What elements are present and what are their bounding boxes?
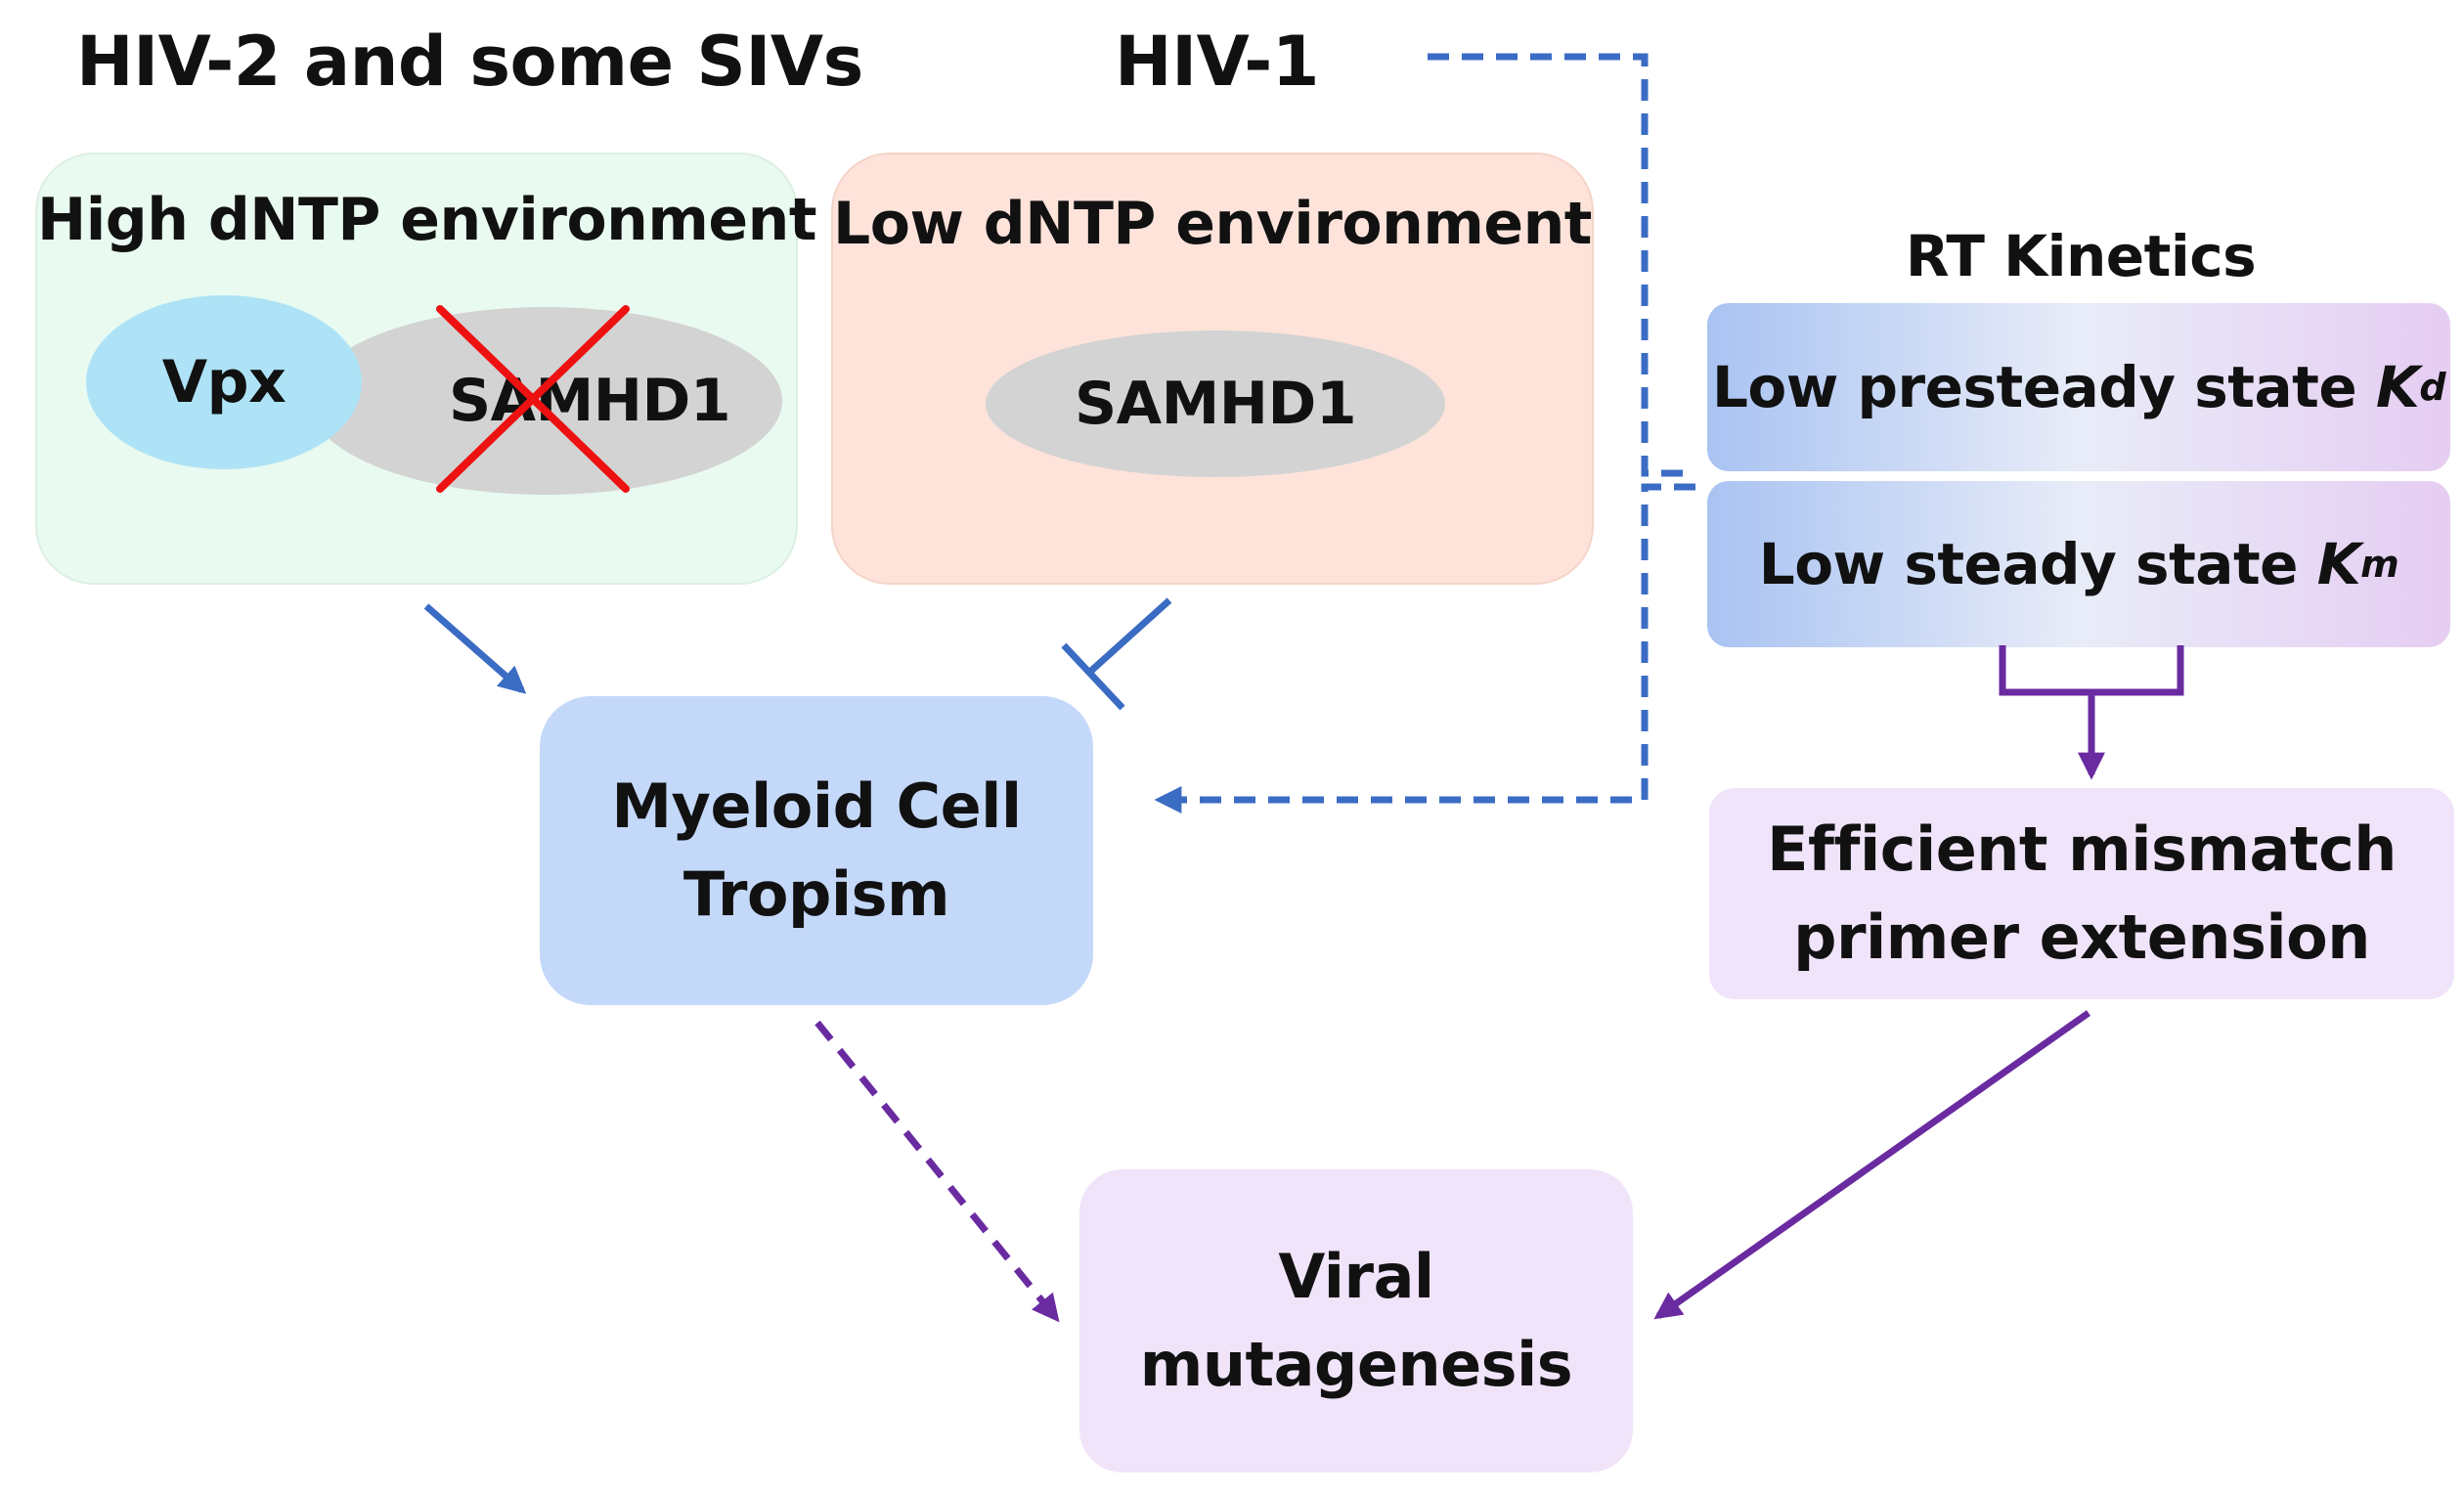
kinetics-bracket-arrow [1999, 645, 2184, 780]
mismatch-to-mutagenesis-arrow [1653, 1010, 2091, 1320]
inhibition-bar-icon [1061, 597, 1172, 711]
myeloid-tropism-box: Myeloid Cell Tropism [540, 696, 1093, 1005]
high-dntp-title: High dNTP environment [37, 186, 817, 254]
kd-label: Low presteady state [1711, 354, 2376, 420]
heading-hiv1: HIV-1 [1115, 22, 1319, 102]
vpx-ellipse: Vpx [86, 295, 362, 469]
low-dntp-title: Low dNTP environment [833, 190, 1592, 258]
km-subscript: m [2360, 543, 2399, 586]
tropism-to-mutagenesis-arrow [814, 1020, 1060, 1323]
vpx-label: Vpx [161, 348, 286, 417]
mismatch-line1: Efficient mismatch [1767, 813, 2397, 886]
low-dntp-panel: Low dNTP environment SAMHD1 [831, 153, 1594, 585]
myeloid-line2: Tropism [682, 858, 950, 930]
kd-symbol: K [2375, 354, 2420, 420]
viral-mutagenesis-box: Viral mutagenesis [1079, 1169, 1633, 1472]
hiv1-dashed-connector [1154, 53, 1695, 813]
viral-line1: Viral [1278, 1241, 1434, 1313]
samhd1-label: SAMHD1 [1074, 370, 1357, 438]
heading-hiv2-sivs: HIV-2 and some SIVs [76, 22, 863, 102]
samhd1-degraded-ellipse: SAMHD1 [309, 307, 782, 495]
red-cross-icon [436, 305, 630, 493]
rt-kinetics-title: RT Kinetics [1905, 223, 2257, 289]
mismatch-extension-box: Efficient mismatch primer extension [1709, 788, 2454, 999]
km-label: Low steady state [1758, 531, 2317, 597]
samhd1-ellipse: SAMHD1 [986, 330, 1445, 477]
myeloid-line1: Myeloid Cell [611, 770, 1022, 843]
activation-arrow [423, 603, 527, 694]
viral-line2: mutagenesis [1139, 1329, 1573, 1400]
mismatch-line2: primer extension [1793, 901, 2370, 973]
high-dntp-panel: High dNTP environment SAMHD1 Vpx [35, 153, 817, 585]
kd-subscript: d [2419, 366, 2446, 409]
samhd1-degraded-label: SAMHD1 [448, 367, 731, 435]
km-symbol: K [2316, 531, 2361, 597]
